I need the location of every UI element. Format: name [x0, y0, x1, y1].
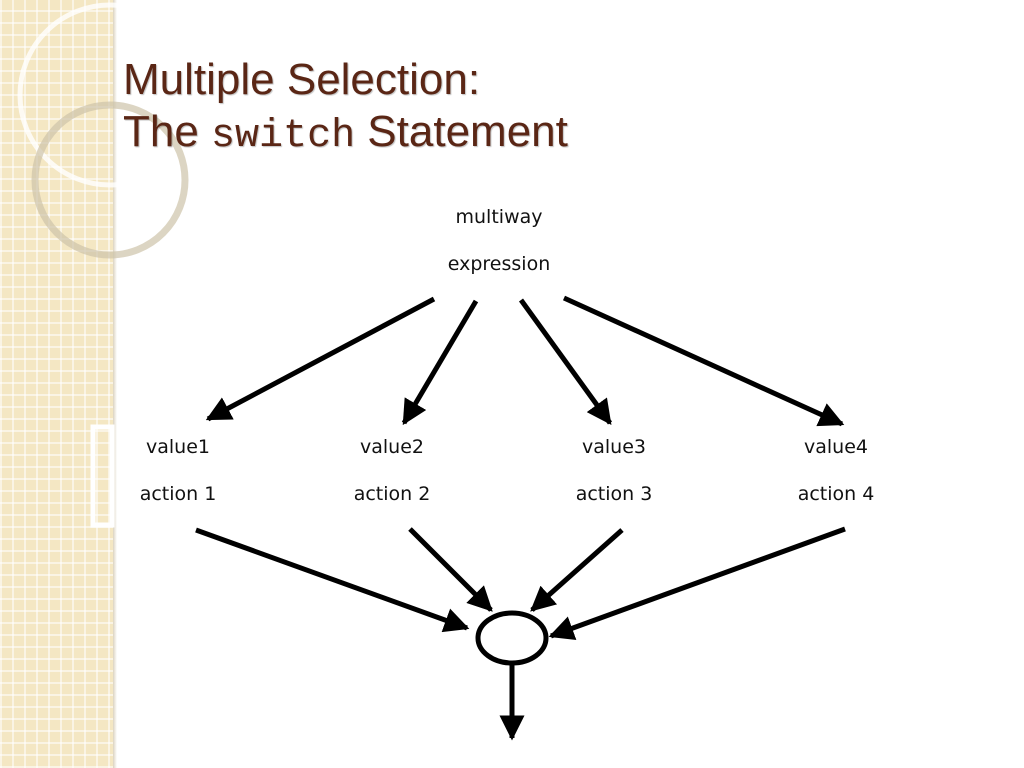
case-action-3: action 3 [575, 483, 653, 505]
decorative-bracket [90, 424, 115, 528]
arrow-expression-to-value4 [562, 295, 845, 427]
case-action-1: action 1 [139, 483, 217, 505]
arrow-action3-to-merge [530, 528, 624, 612]
case-value-4: value4 [804, 436, 868, 458]
case-value-2: value2 [360, 436, 424, 458]
case-value-3: value3 [582, 436, 646, 458]
title-code-keyword: switch [211, 114, 356, 159]
decorative-ring-small [31, 101, 189, 259]
arrow-action1-to-merge [195, 527, 470, 633]
merge-node [475, 610, 549, 666]
arrow-expression-to-value2 [401, 299, 479, 426]
arrow-expression-to-value1 [205, 296, 436, 422]
case-value-1: value1 [146, 436, 210, 458]
arrow-expression-to-value3 [518, 298, 613, 426]
sidebar-shadow [113, 0, 117, 768]
arrow-action2-to-merge [408, 527, 493, 612]
page-title: Multiple Selection: The switch Statement [123, 54, 568, 163]
case-action-2: action 2 [353, 483, 431, 505]
title-line-2-suffix: Statement [355, 107, 568, 156]
decorative-ring-large [17, 2, 203, 188]
source-label-line1: multiway [455, 206, 543, 228]
arrow-action4-to-merge [548, 526, 846, 641]
case-action-4: action 4 [797, 483, 875, 505]
title-line-1: Multiple Selection: [123, 55, 481, 104]
title-line-2-prefix: The [123, 107, 212, 156]
source-label-line2: expression [447, 253, 551, 275]
